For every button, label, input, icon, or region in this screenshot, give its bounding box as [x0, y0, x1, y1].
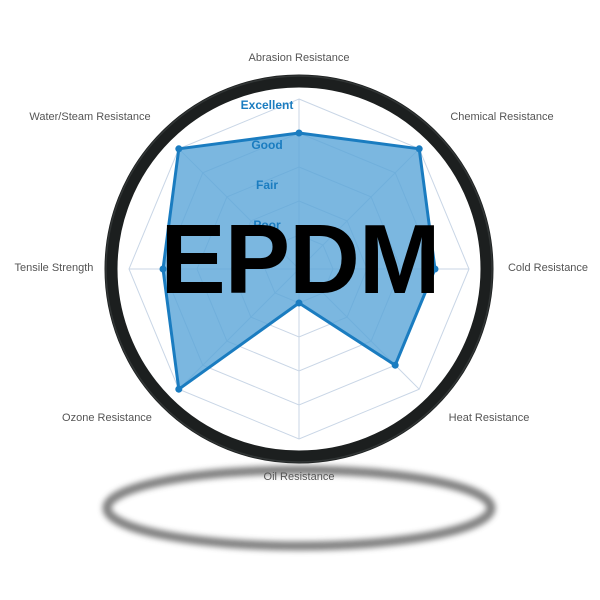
axis-label: Heat Resistance [449, 412, 530, 424]
axis-label: Oil Resistance [264, 471, 335, 483]
data-point-5 [295, 299, 303, 307]
ring-shadow [102, 465, 496, 551]
data-point-6 [175, 385, 183, 393]
axis-label: Chemical Resistance [450, 111, 553, 123]
axis-label: Abrasion Resistance [249, 52, 350, 64]
axis-label: Tensile Strength [15, 262, 94, 274]
level-label: Excellent [241, 98, 294, 112]
data-point-4 [391, 361, 399, 369]
o-ring-highlight [105, 75, 493, 463]
o-ring-outer [104, 74, 494, 464]
data-point-1 [295, 129, 303, 137]
axis-label: Ozone Resistance [62, 412, 152, 424]
data-point-2 [415, 145, 423, 153]
level-label: Poor [253, 218, 281, 232]
level-label: Fair [256, 178, 278, 192]
data-point-3 [431, 265, 439, 273]
data-point-7 [159, 265, 167, 273]
data-point-8 [175, 145, 183, 153]
level-label: Good [251, 138, 282, 152]
axis-label: Cold Resistance [508, 262, 588, 274]
axis-label: Water/Steam Resistance [29, 111, 150, 123]
